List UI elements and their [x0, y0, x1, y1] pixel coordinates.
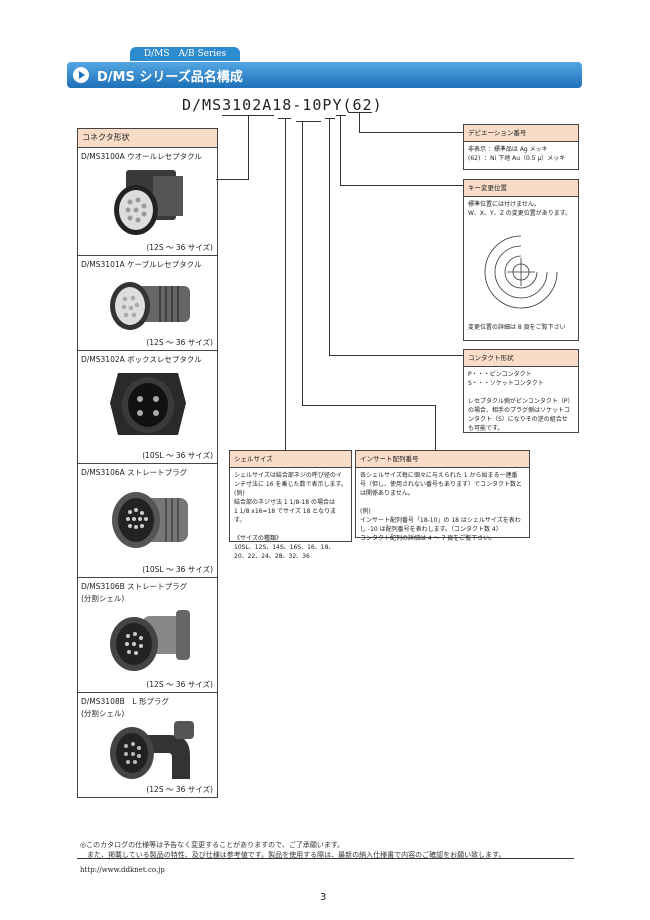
leader-key-h: [340, 185, 463, 186]
leader-key: [340, 115, 341, 185]
connector-item: D/MS3106B ストレートプラグ (分割シェル) (12S ～ 36 サイズ…: [78, 578, 217, 693]
underline-shell: [278, 118, 291, 119]
shell-size-header: シェルサイズ: [230, 451, 351, 468]
leader-insert: [302, 121, 303, 405]
leader-insert-v: [435, 405, 436, 450]
leader-series-h: [216, 179, 249, 180]
connector-item: D/MS3106A ストレートプラグ (10SL ～ 36 サイズ): [78, 464, 217, 578]
part-number: D/MS3102A18-10PY(62): [182, 96, 383, 114]
key-position-note: 変更位置の詳細は 8 頁をご覧下さい: [468, 324, 566, 331]
underline-deviation: [348, 112, 372, 113]
footer-note: ◎このカタログの仕様等は予告なく変更することがありますので、ご了承願います。 ま…: [80, 841, 506, 859]
deviation-body: 非表示 ：標準品は Ag メッキ (62) ：Ni 下地 Au（0.5 μ）メッ…: [468, 146, 566, 162]
contact-type-body: P・・・ピンコンタクト S・・・ソケットコンタクト レセプタクル側がピンコンタク…: [468, 371, 574, 432]
key-position-box: キー変更位置 標準位置には付けません。 W、X、Y、Z の変更位置があります。 …: [463, 179, 579, 341]
page-title: D/MS シリーズ品名構成: [97, 70, 243, 85]
connector-size: (12S ～ 36 サイズ): [146, 243, 213, 252]
connector-list: コネクタ形状 D/MS3100A ウオールレセプタクル (12S ～ 36 サイ…: [77, 128, 218, 798]
leader-shell: [285, 118, 286, 450]
connector-name: D/MS3106A ストレートプラグ: [81, 468, 188, 477]
key-position-header: キー変更位置: [464, 180, 578, 197]
connector-size: (12S ～ 36 サイズ): [146, 680, 213, 689]
leader-series: [248, 115, 249, 179]
connector-name: D/MS3101A ケーブルレセプタクル: [81, 260, 202, 269]
connector-name: D/MS3102A ボックスレセプタクル: [81, 355, 202, 364]
connector-size: (10SL ～ 36 サイズ): [142, 565, 213, 574]
footer-url[interactable]: http://www.ddknet.co.jp: [80, 866, 165, 874]
straight-plug-image: [112, 492, 188, 548]
cable-receptacle-image: [110, 282, 190, 330]
leader-contact-h: [329, 355, 463, 356]
leader-deviation-h: [359, 132, 463, 133]
connector-item: D/MS3100A ウオールレセプタクル (12S ～ 36 サイズ): [78, 148, 217, 256]
insert-arrangement-header: インサート配列番号: [356, 451, 529, 468]
l-shape-plug-image: [110, 721, 194, 779]
underline-insert: [296, 121, 321, 122]
contact-type-header: コンタクト形状: [464, 350, 578, 367]
contact-type-box: コンタクト形状 P・・・ピンコンタクト S・・・ソケットコンタクト レセプタクル…: [463, 349, 579, 433]
deviation-box: デビエーション番号 非表示 ：標準品は Ag メッキ (62) ：Ni 下地 A…: [463, 124, 579, 170]
connector-item: D/MS3101A ケーブルレセプタクル (12S ～ 36 サイズ): [78, 256, 217, 351]
leader-insert-h: [302, 405, 435, 406]
connector-item: D/MS3102A ボックスレセプタクル (10SL ～ 36 サイズ): [78, 351, 217, 464]
shell-size-body: シェルサイズは結合部ネジの呼び径のイ ンチ寸法に 16 を乗じた数で表示します。…: [234, 472, 347, 560]
leader-deviation: [359, 112, 360, 132]
key-position-body: 標準位置には付けません。 W、X、Y、Z の変更位置があります。: [468, 201, 572, 217]
connector-name: D/MS3100A ウオールレセプタクル: [81, 152, 202, 161]
connector-size: (12S ～ 36 サイズ): [146, 338, 213, 347]
deviation-header: デビエーション番号: [464, 125, 578, 142]
insert-arrangement-body: 各シェルサイズ毎に個々に与えられた 1 から始まる一連番 号（但し、使用されない…: [360, 472, 523, 542]
connector-list-header: コネクタ形状: [78, 129, 217, 148]
connector-name: D/MS3106B ストレートプラグ (分割シェル): [81, 582, 188, 603]
box-receptacle-image: [110, 373, 186, 435]
footer-rule: [77, 858, 574, 859]
connector-size: (10SL ～ 36 サイズ): [142, 451, 213, 460]
split-shell-straight-plug-image: [110, 610, 190, 671]
page-number: 3: [320, 892, 327, 903]
connector-name: D/MS3108B L 形プラグ (分割シェル): [81, 697, 169, 718]
wall-receptacle-image: [114, 170, 183, 235]
insert-arrangement-box: インサート配列番号 各シェルサイズ毎に個々に与えられた 1 から始まる一連番 号…: [355, 450, 530, 542]
shell-size-box: シェルサイズ シェルサイズは結合部ネジの呼び径のイ ンチ寸法に 16 を乗じた数…: [229, 450, 352, 560]
key-position-diagram: [484, 235, 558, 309]
connector-size: (12S ～ 36 サイズ): [146, 785, 213, 794]
series-tab: D/MS A/B Series: [130, 47, 240, 61]
title-bar: D/MS シリーズ品名構成: [67, 62, 582, 88]
underline-key: [336, 115, 346, 116]
play-arrow-icon: [73, 67, 89, 83]
underline-contact: [325, 118, 335, 119]
connector-item: D/MS3108B L 形プラグ (分割シェル) (12S ～ 36 サイズ): [78, 693, 217, 797]
leader-contact: [329, 118, 330, 355]
